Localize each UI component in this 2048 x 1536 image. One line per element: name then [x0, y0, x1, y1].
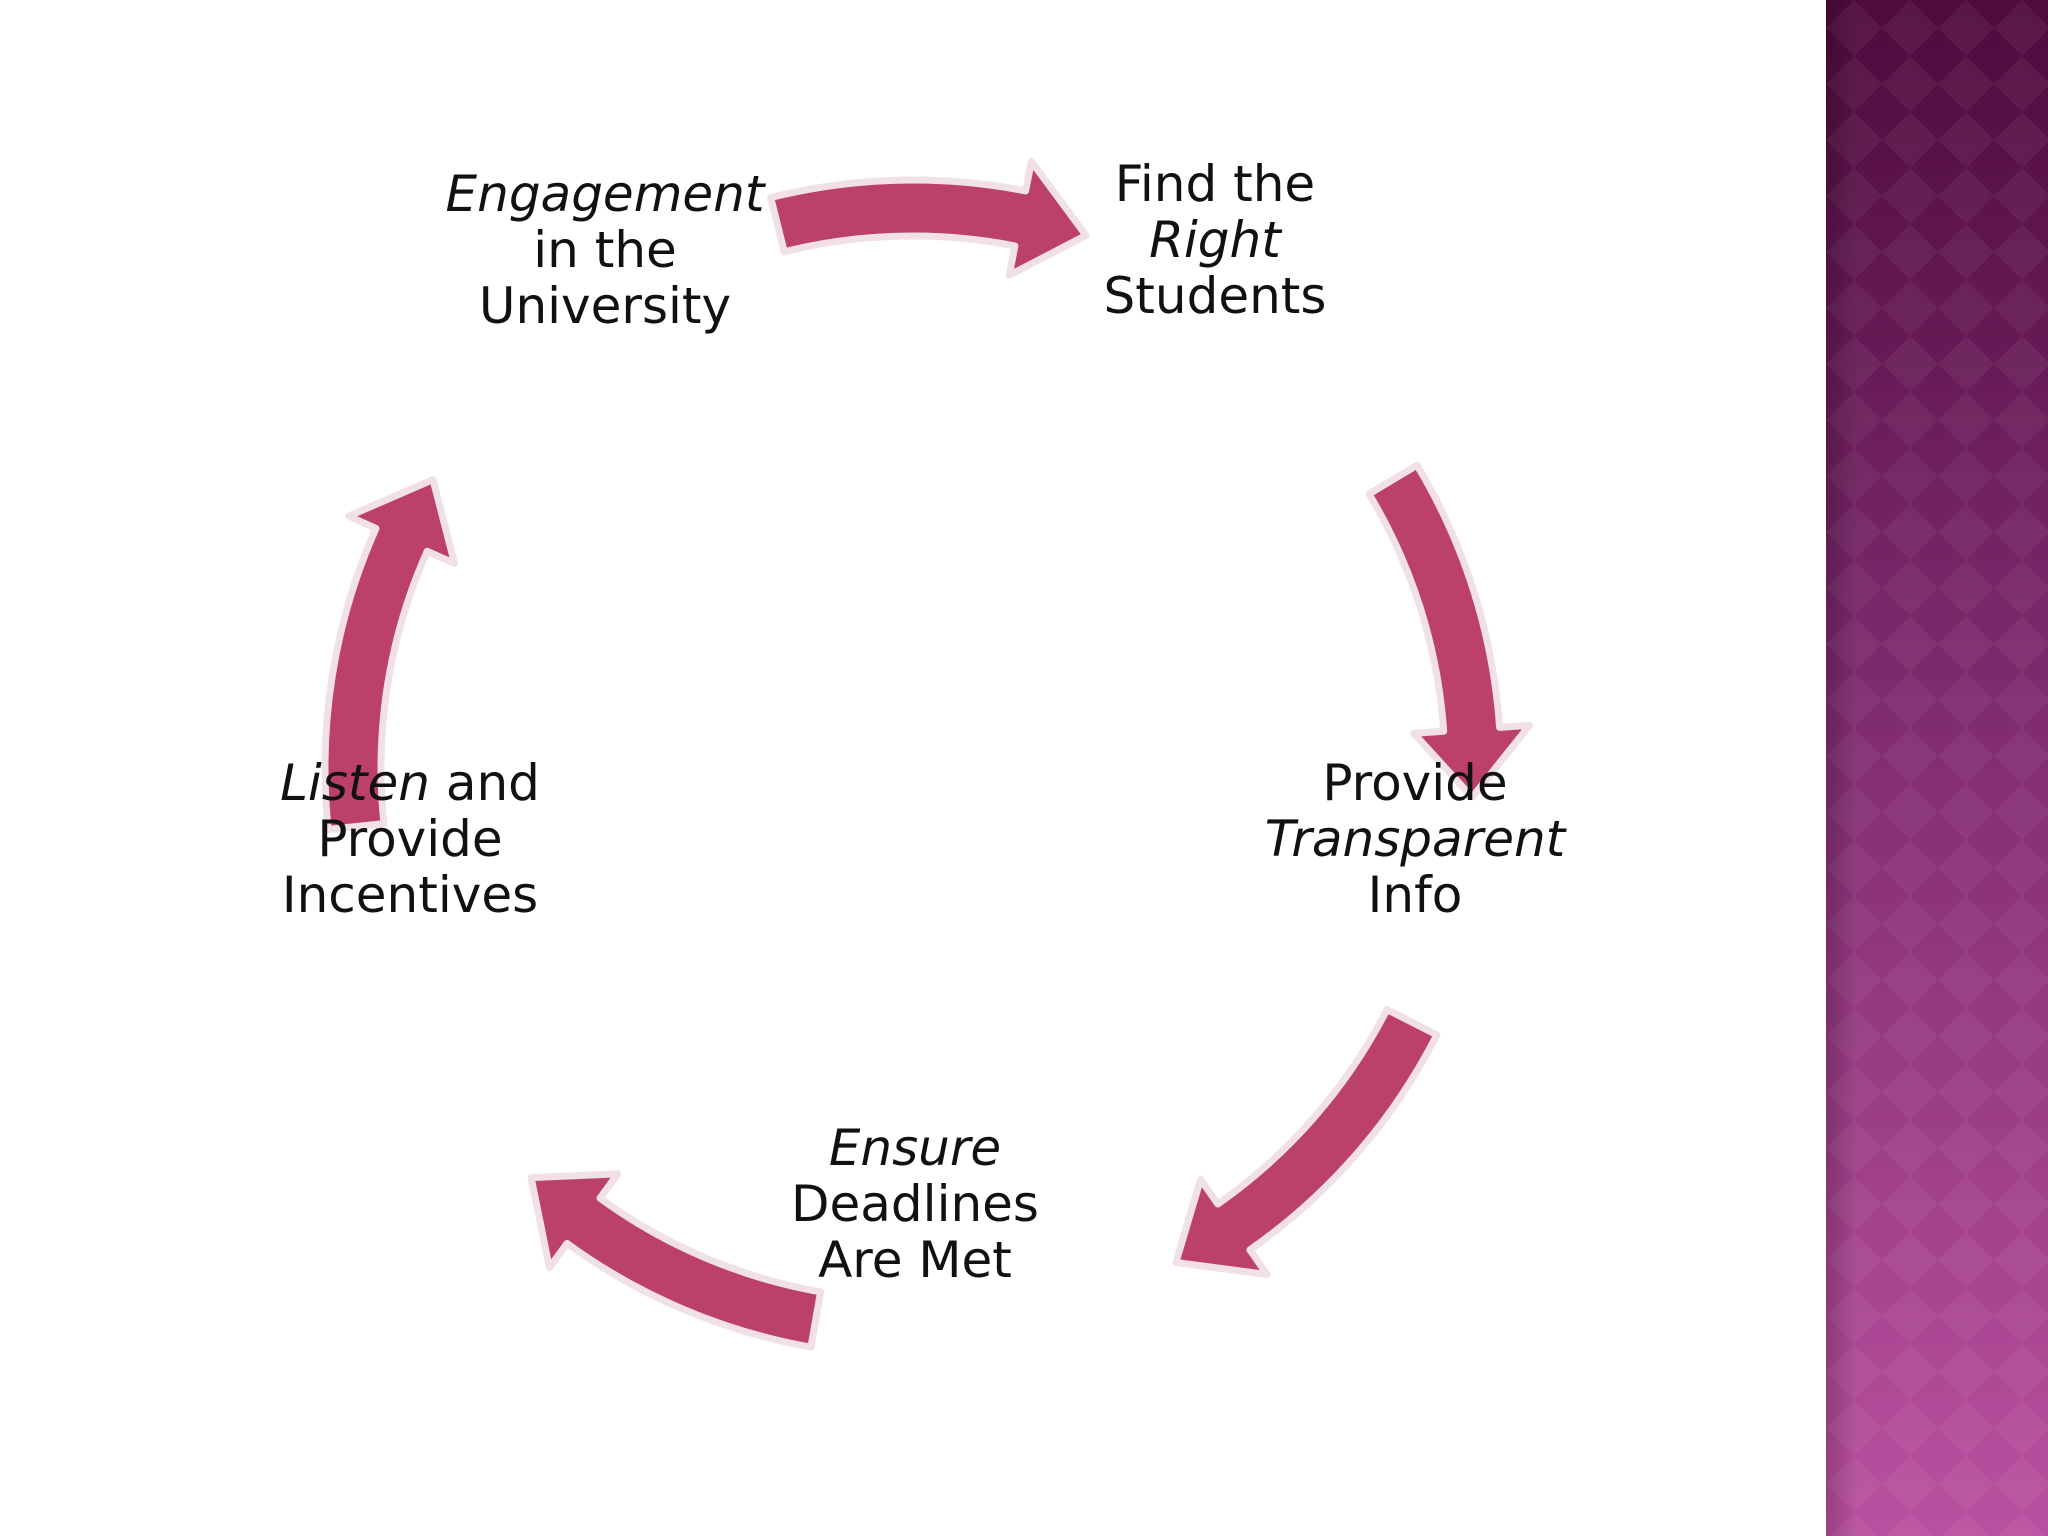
node-find-line3: Students [1103, 267, 1327, 325]
node-ensure-line2: Deadlines [791, 1175, 1039, 1233]
node-listen-line3: Incentives [281, 866, 539, 924]
node-engagement-line1: Engagement [440, 166, 770, 222]
node-find-label: Find the Right Students [1075, 156, 1355, 324]
arrow-layer [321, 157, 1533, 1351]
decorative-side-band [1826, 0, 2048, 1536]
node-listen-emphasis: Listen [280, 754, 430, 812]
cycle-arrow-provide-info-to-ensure [1172, 1006, 1441, 1278]
node-listen-label: Listen and Provide Incentives [255, 755, 565, 923]
node-listen-line1: Listen and [255, 755, 565, 811]
node-provide-info-line2: Transparent [1240, 811, 1590, 867]
cycle-arrow-ensure-to-listen [527, 1170, 825, 1351]
cycle-arrow-engagement-to-find [767, 157, 1090, 279]
slide-canvas: Engagement in the University Find the Ri… [255, 156, 1590, 1351]
node-provide-info-label: Provide Transparent Info [1240, 755, 1590, 923]
cycle-arrow-listen-to-engagement [321, 476, 459, 833]
node-ensure-emphasis: Ensure [828, 1119, 1002, 1177]
node-engagement-label: Engagement in the University [440, 166, 770, 334]
node-engagement-emphasis: Engagement [445, 165, 765, 223]
node-ensure-line1: Ensure [760, 1120, 1070, 1176]
node-listen-line2: Provide [317, 810, 503, 868]
node-engagement-line3: University [478, 277, 732, 335]
cycle-arrow-find-to-provide-info [1365, 461, 1533, 801]
side-band-graphic [1826, 0, 2048, 1536]
node-provide-info-line3: Info [1367, 866, 1463, 924]
node-provide-info-line1: Provide [1322, 754, 1508, 812]
node-find-emphasis: Right [1149, 211, 1281, 269]
node-find-line1: Find the [1114, 155, 1316, 213]
node-ensure-label: Ensure Deadlines Are Met [760, 1120, 1070, 1288]
node-provide-info-emphasis: Transparent [1264, 810, 1566, 868]
cycle-arrows [321, 157, 1533, 1351]
node-find-line2: Right [1075, 212, 1355, 268]
node-ensure-line3: Are Met [818, 1231, 1012, 1289]
node-listen-line1-rest: and [429, 754, 540, 812]
node-engagement-line2: in the [533, 221, 677, 279]
